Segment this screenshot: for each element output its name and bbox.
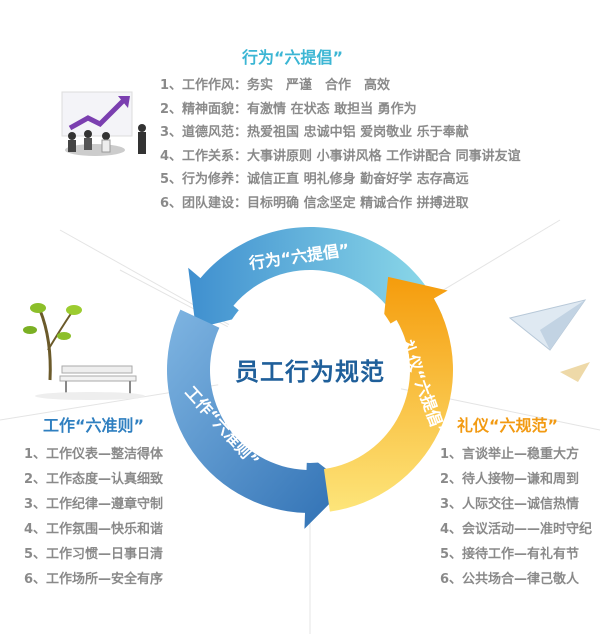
list-item: 3、道德风范：热爱祖国 忠诚中铝 爱岗敬业 乐于奉献 <box>160 125 469 140</box>
arc-arrow-blue <box>166 309 348 529</box>
list-item: 3、人际交往—诚信热情 <box>440 497 580 512</box>
right-section-list: 1、言谈举止—稳重大方 2、待人接物—谦和周到 3、人际交往—诚信热情 4、会议… <box>440 442 592 592</box>
list-item: 2、待人接物—谦和周到 <box>440 472 580 487</box>
list-item: 2、工作态度—认真细致 <box>24 472 164 487</box>
right-section-title: 礼仪“六规范” <box>457 416 559 435</box>
list-item: 3、工作纪律—遵章守制 <box>24 497 164 512</box>
list-item: 1、言谈举止—稳重大方 <box>440 447 580 462</box>
list-item: 1、工作仪表—整洁得体 <box>24 447 164 462</box>
center-title: 员工行为规范 <box>235 358 385 386</box>
list-item: 4、工作氛围—快乐和谐 <box>24 522 164 537</box>
list-item: 6、工作场所—安全有序 <box>24 572 164 587</box>
plant-bench-illustration <box>23 303 145 400</box>
list-item: 6、公共场合—律己敬人 <box>440 572 580 587</box>
top-section-list: 1、工作作风：务实 严谨 合作 高效 2、精神面貌：有激情 在状态 敢担当 勇作… <box>160 74 521 215</box>
list-item: 4、工作关系：大事讲原则 小事讲风格 工作讲配合 同事讲友谊 <box>160 148 521 164</box>
list-item: 1、工作作风：务实 严谨 合作 高效 <box>160 78 391 93</box>
paper-plane-illustration <box>508 299 590 382</box>
list-item: 5、接待工作—有礼有节 <box>440 547 580 562</box>
list-item: 5、行为修养：诚信正直 明礼修身 勤奋好学 志存高远 <box>160 172 469 187</box>
list-item: 6、团队建设：目标明确 信念坚定 精诚合作 拼搏进取 <box>160 195 469 211</box>
left-section-title: 工作“六准则” <box>43 416 145 435</box>
list-item: 4、会议活动——准时守纪 <box>440 522 593 537</box>
arc-arrow-orange <box>323 276 453 512</box>
center-disc <box>217 277 403 463</box>
meeting-illustration <box>61 91 146 156</box>
list-item: 5、工作习惯—日事日清 <box>24 547 164 562</box>
list-item: 2、精神面貌：有激情 在状态 敢担当 勇作为 <box>160 101 417 117</box>
left-section-list: 1、工作仪表—整洁得体 2、工作态度—认真细致 3、工作纪律—遵章守制 4、工作… <box>24 442 163 592</box>
top-section-title: 行为“六提倡” <box>242 48 344 67</box>
arc-arrow-cyan <box>188 226 443 333</box>
